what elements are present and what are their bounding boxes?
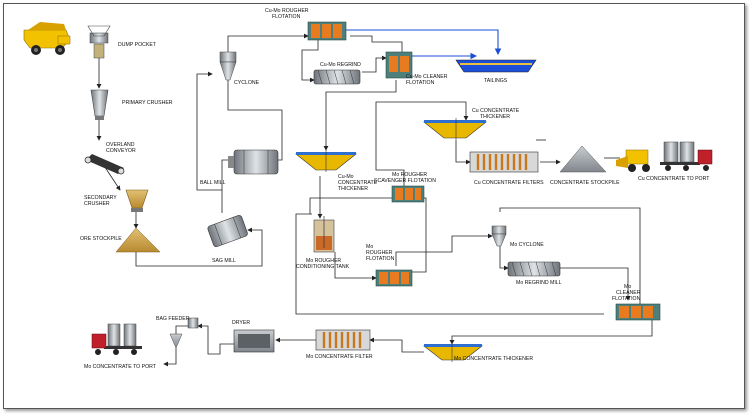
mo-filter-label: Mo CONCENTRATE FILTER [306,354,373,360]
flotation-cell-icon [307,21,347,41]
mo-rougher-label-3: FLOTATION [366,256,395,262]
tanker-truck-icon [91,323,142,355]
concentrate-stockpile-label: CONCENTRATE STOCKPILE [550,180,620,186]
mill-icon [228,149,279,175]
haul-truck-icon [23,22,71,55]
loader-icon [616,149,650,172]
mo-rougher-label-1: Mo [366,244,373,250]
mo-cleaner-label-2: CLEANER [616,290,641,296]
cumo-rougher-label-2: FLOTATION [272,14,301,20]
cyclone-icon [491,225,507,247]
cumo-cleaner-label-2: FLOTATION [406,80,435,86]
thickener-icon [423,118,487,140]
mo-scavenger-label-2: SCAVENGER FLOTATION [374,178,436,184]
mo-cleaner-label-3: FLOTATION [612,296,641,302]
dryer-icon [233,329,275,353]
cumo-cleaner-label-1: Cu-Mo CLEANER [406,74,448,80]
mo-cyclone-label: Mo CYCLONE [510,242,544,248]
bag-feeder-icon [169,317,199,349]
dump-pocket-label: DUMP POCKET [118,42,157,48]
mo-cleaner-label-1: Mo [624,284,631,290]
flotation-cell-icon [385,51,413,79]
sag-mill-label: SAG MILL [212,258,236,264]
filter-press-icon [469,151,539,173]
cumo-regrind-label: Cu-Mo REGRIND [320,62,361,68]
filter-press-icon [315,329,371,351]
overland-conveyor-label-2: CONVEYOR [106,148,136,154]
conveyor-icon [84,154,125,175]
thickener-icon [423,340,483,362]
cumo-thickener-label-2: CONCENTRATE [338,180,378,186]
cyclone-label: CYCLONE [234,80,260,86]
cu-thickener-label-1: Cu CONCENTRATE [472,108,520,114]
dump-pocket-icon [87,25,111,59]
ball-mill-label: BALL MILL [200,180,226,186]
flow-lines [96,29,653,367]
regrind-mill-icon [313,69,361,85]
cumo-thickener-label-3: THICKENER [338,186,368,192]
regrind-mill-icon [507,261,561,277]
secondary-crusher-label-2: CRUSHER [84,201,110,207]
bag-feeder-label: BAG FEEDER [156,316,190,322]
flotation-cell-icon [615,303,661,321]
mo-thickener-label: Mo CONCENTRATE THICKENER [454,356,533,362]
tailings-icon [455,59,537,73]
stockpile-icon [559,145,607,173]
mo-regrind-label: Mo REGRIND MILL [516,280,562,286]
crusher-icon [125,189,149,212]
tanker-truck-icon [660,141,713,171]
mo-rougher-label-2: ROUGHER [366,250,393,256]
flotation-cell-icon [375,269,413,287]
mo-conditioning-label-2: CONDITIONING TANK [296,264,350,270]
cumo-rougher-label-1: Cu-Mo ROUGHER [265,8,309,14]
primary-crusher-label: PRIMARY CRUSHER [122,100,173,106]
secondary-crusher-label-1: SECONDARY [84,195,117,201]
mill-icon [207,215,248,248]
cu-filters-label: Cu CONCENTRATE FILTERS [474,180,544,186]
cumo-thickener-label-1: Cu-Mo [338,174,354,180]
conditioning-tank-icon [313,216,335,253]
mo-to-port-label: Mo CONCENTRATE TO PORT [84,364,157,370]
crusher-icon [90,89,109,120]
overland-conveyor-label-1: OVERLAND [106,142,135,148]
thickener-icon [295,150,357,172]
cu-thickener-label-2: THICKENER [480,114,510,120]
mo-scavenger-label-1: Mo ROUGHER [392,172,427,178]
cyclone-icon [219,51,237,81]
dryer-label: DRYER [232,320,250,326]
ore-stockpile-label: ORE STOCKPILE [80,236,122,242]
stockpile-icon [115,227,161,253]
tailings-label: TAILINGS [484,78,508,84]
flotation-cell-icon [391,185,425,203]
cu-to-port-label: Cu CONCENTRATE TO PORT [638,176,710,182]
mo-conditioning-label-1: Mo ROUGHER [306,258,341,264]
